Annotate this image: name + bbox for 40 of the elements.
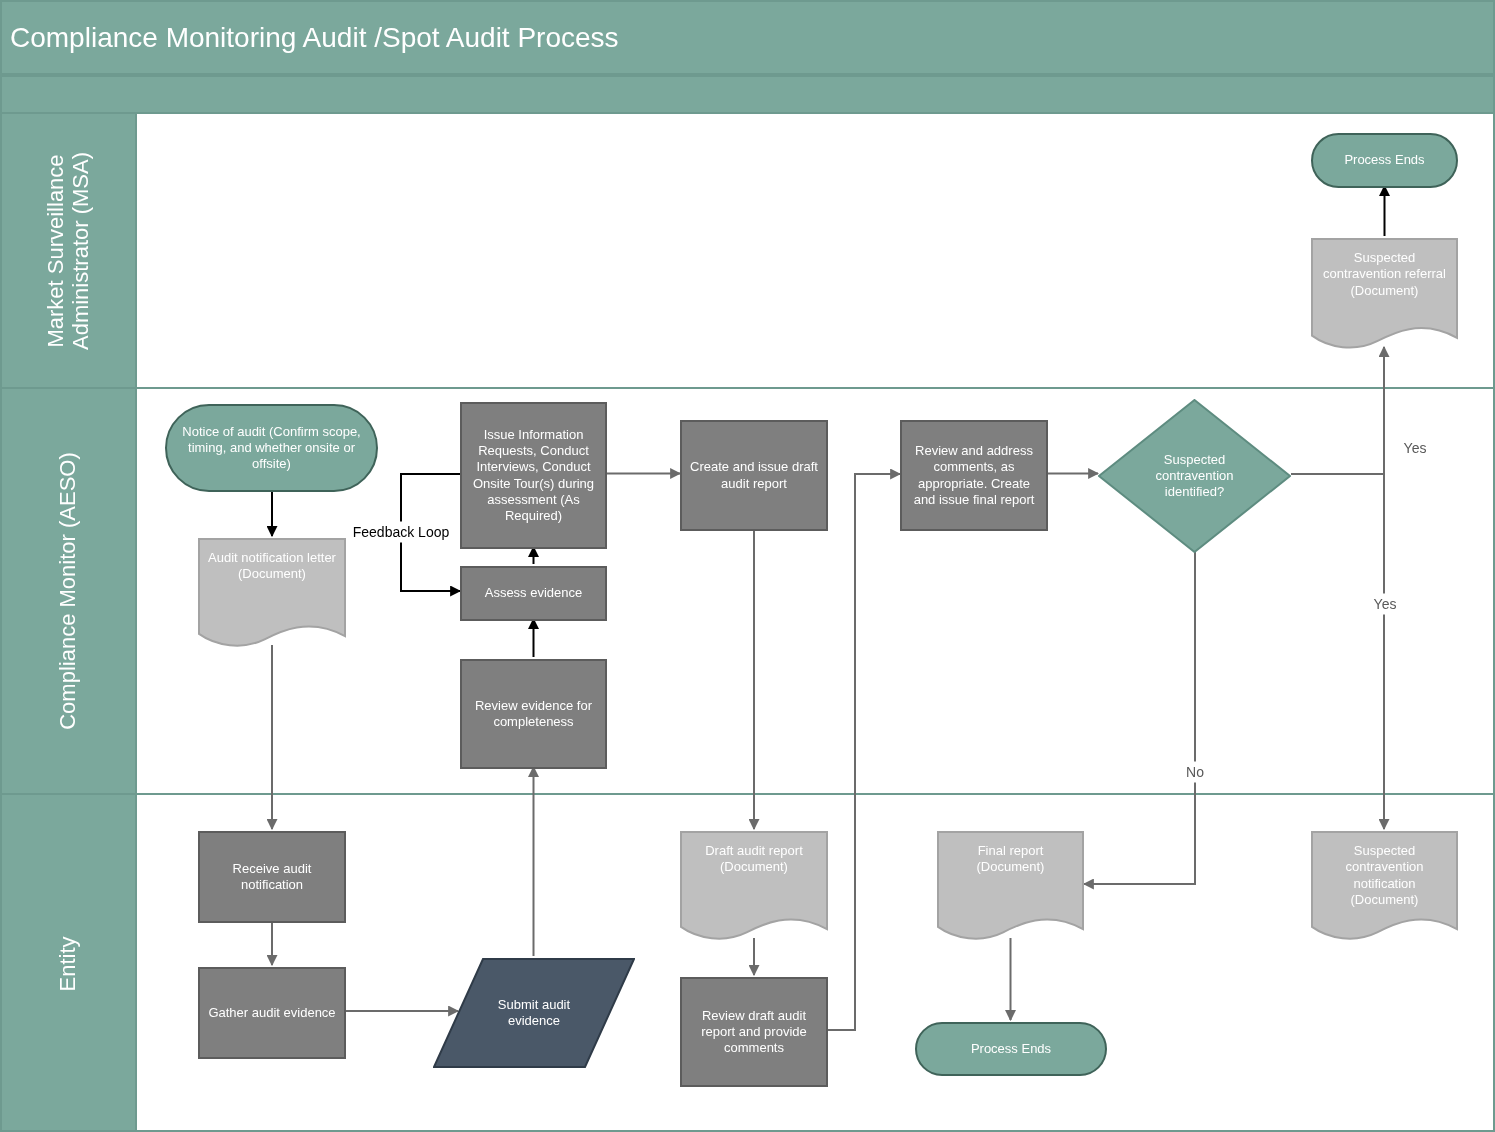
- lane-header: Compliance Monitor (AESO): [0, 389, 137, 793]
- document-shape: Suspected contravention referral (Document): [1311, 238, 1458, 349]
- arrow: [266, 920, 278, 967]
- lane-header: Entity: [0, 795, 137, 1132]
- document-shape: Audit notification letter (Document): [198, 538, 346, 647]
- process-box: Review evidence for completeness: [460, 659, 607, 769]
- process-box: Review and address comments, as appropriate. Create and issue final report: [900, 420, 1048, 531]
- arrow: [606, 468, 682, 479]
- arrow: [827, 468, 902, 1031]
- edge-label: No: [1184, 761, 1206, 783]
- document-shape: Draft audit report (Document): [680, 831, 828, 940]
- process-box: Create and issue draft audit report: [680, 420, 828, 531]
- arrow: [1005, 937, 1016, 1022]
- terminator-shape: Notice of audit (Confirm scope, timing, and whether onsite or offsite): [165, 404, 378, 492]
- document-shape: Final report (Document): [937, 831, 1084, 940]
- arrow: [1047, 468, 1100, 479]
- lane-header: Market Surveillance Administrator (MSA): [0, 114, 137, 387]
- arrow: [400, 473, 462, 597]
- edge-label: Feedback Loop: [350, 521, 452, 543]
- arrow: [1082, 550, 1196, 890]
- arrow: [266, 489, 278, 538]
- process-box: Issue Information Requests, Conduct Interviews, Conduct Onsite Tour(s) during assessment (As Required): [460, 402, 607, 549]
- document-shape: Suspected contravention notification (Document): [1311, 831, 1458, 940]
- process-box: Gather audit evidence: [198, 967, 346, 1059]
- data-parallelogram: Submit audit evidence: [433, 958, 635, 1068]
- arrow: [266, 644, 278, 831]
- process-box: Assess evidence: [460, 566, 607, 621]
- arrow: [748, 528, 760, 831]
- swimlane: [0, 112, 1495, 387]
- swimlane: [0, 793, 1495, 1132]
- edge-label: Yes: [1371, 593, 1399, 615]
- terminator-shape: Process Ends: [915, 1022, 1107, 1076]
- arrow: [748, 937, 760, 977]
- process-box: Receive audit notification: [198, 831, 346, 923]
- process-box: Review draft audit report and provide comments: [680, 977, 828, 1087]
- decision-diamond: Suspected contravention identified?: [1098, 399, 1291, 553]
- swimlane: [0, 387, 1495, 793]
- terminator-shape: Process Ends: [1311, 133, 1458, 188]
- arrow: [345, 1005, 460, 1017]
- diagram-title: Compliance Monitoring Audit /Spot Audit Process: [10, 20, 619, 55]
